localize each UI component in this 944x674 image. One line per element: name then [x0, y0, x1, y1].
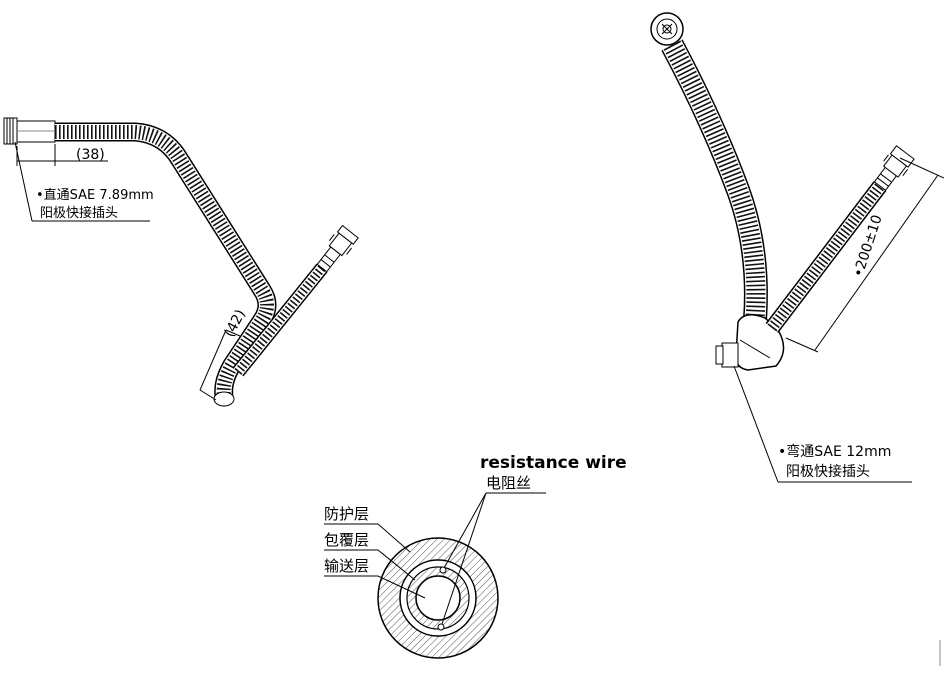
- resistance-wire-dot-top: [439, 566, 447, 574]
- left-connector-callout: •直通SAE 7.89mm 阳极快接插头: [14, 141, 154, 222]
- dim-38-label: (38): [76, 147, 105, 163]
- protective-layer-label: 防护层: [324, 505, 369, 523]
- left-straight-connector: [3, 117, 56, 145]
- conveying-layer-bore: [415, 575, 461, 621]
- resistance-wire-dot-bottom: [437, 623, 445, 631]
- right-dimension-200: •200±10: [785, 157, 944, 353]
- left-hose-return-segment: [232, 224, 359, 377]
- right-corrugated-hose-long: [661, 39, 768, 321]
- resistance-wire-english-label: resistance wire: [480, 453, 627, 473]
- right-connector-callout: •弯通SAE 12mm 阳极快接插头: [733, 365, 912, 483]
- right-connector-label-line2: 阳极快接插头: [786, 463, 870, 480]
- right-corrugated-hose-short: [765, 145, 915, 333]
- resistance-wire-chinese-label: 电阻丝: [486, 474, 531, 492]
- cladding-layer-label: 包覆层: [324, 531, 369, 549]
- right-hose-assembly: •200±10 •弯通SAE 12mm 阳极快接插头: [650, 12, 944, 483]
- left-corrugated-hose: [55, 122, 277, 407]
- right-connector-label-line1: •弯通SAE 12mm: [778, 443, 891, 460]
- left-connector-label-line2: 阳极快接插头: [40, 205, 118, 221]
- hose-cross-section: resistance wire 电阻丝 防护层 包覆层 输送层: [324, 453, 627, 659]
- right-elbow-fitting: [715, 314, 785, 371]
- conveying-layer-label: 输送层: [324, 557, 369, 575]
- left-dimension-38: (38): [16, 144, 108, 166]
- left-hose-assembly: (38) (42) •直通SAE 7.89mm 阳极快接插头: [3, 117, 359, 407]
- left-connector-label-line1: •直通SAE 7.89mm: [36, 188, 154, 203]
- right-top-round-fitting: [650, 12, 684, 46]
